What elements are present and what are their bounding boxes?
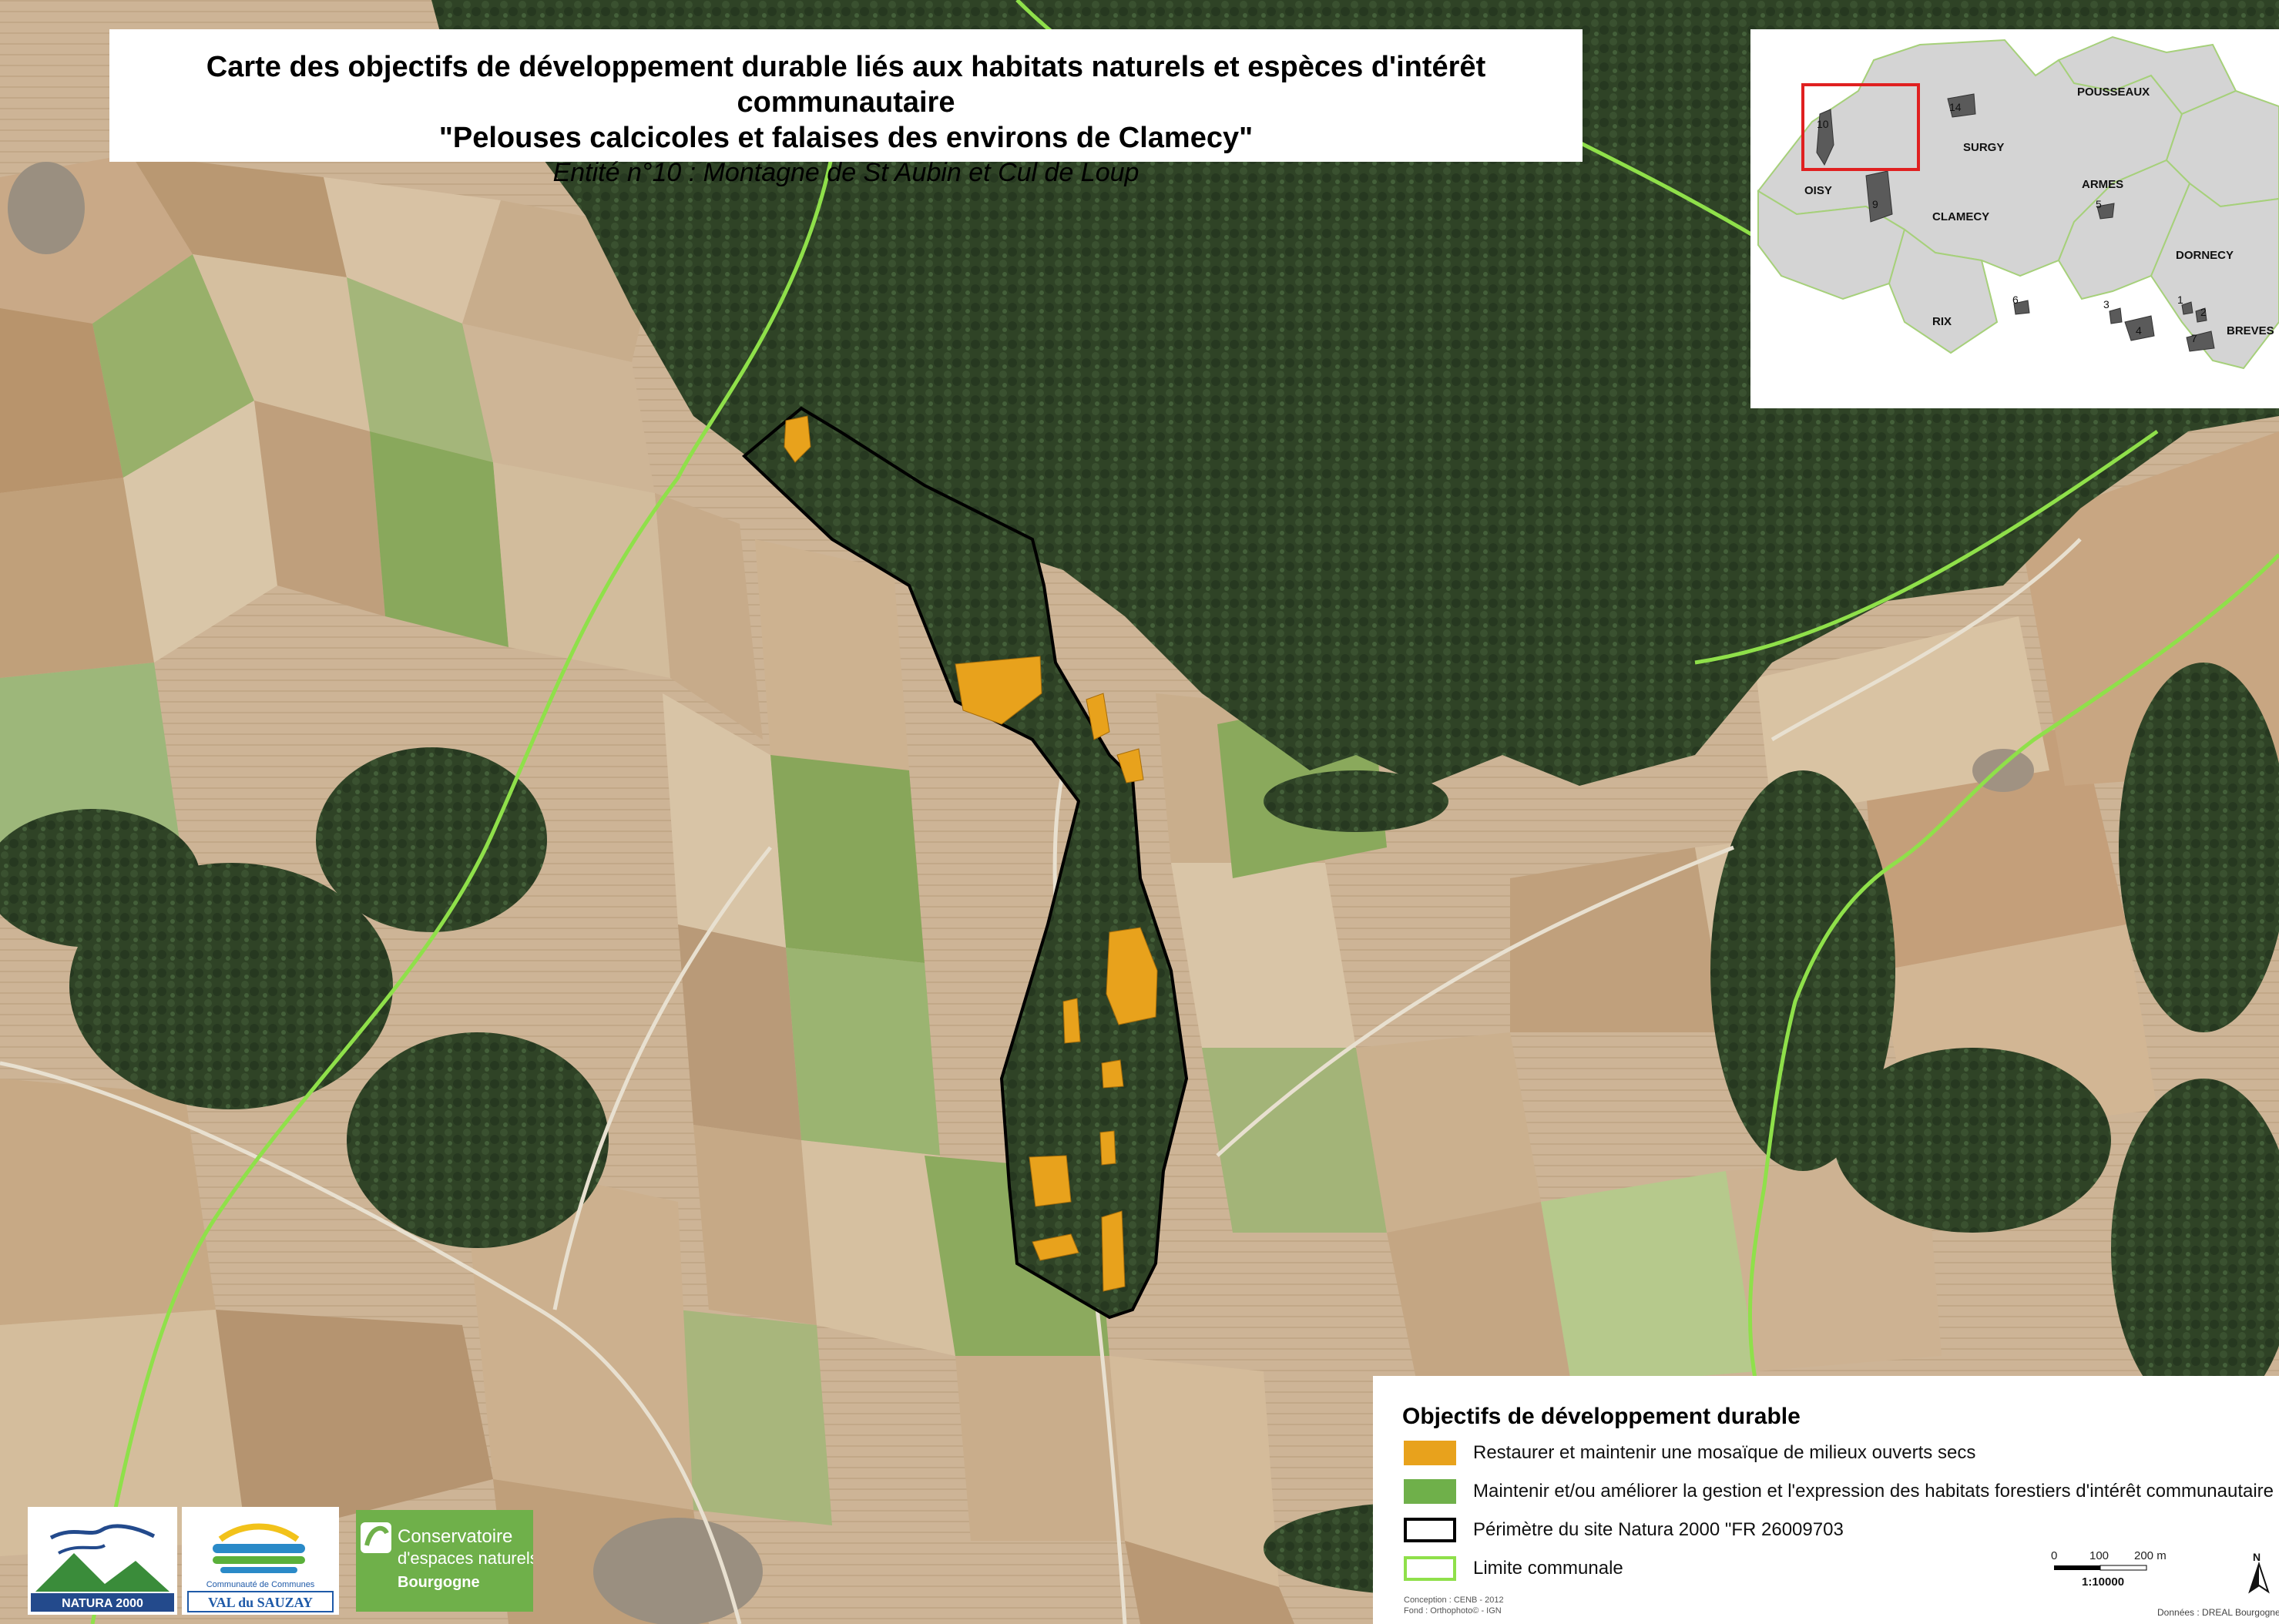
svg-text:9: 9 [1872,198,1878,210]
inset-entity-numbers: 10 14 9 5 6 3 4 1 2 7 [1817,101,2207,344]
legend-swatch-orange [1404,1441,1456,1465]
svg-text:DORNECY: DORNECY [2176,249,2234,262]
legend-label: Maintenir et/ou améliorer la gestion et … [1473,1481,2274,1502]
svg-text:1: 1 [2177,294,2183,306]
legend-swatch-green [1404,1479,1456,1504]
svg-text:VAL du SAUZAY: VAL du SAUZAY [208,1595,313,1610]
svg-text:BREVES: BREVES [2227,324,2274,337]
svg-text:200 m: 200 m [2134,1549,2167,1562]
legend-item-site-perimeter: Périmètre du site Natura 2000 "FR 260097… [1404,1516,1844,1544]
site-name: "Pelouses calcicoles et falaises des env… [438,122,1254,154]
scale-bar: 0 100 200 m 1:10000 [2051,1545,2174,1599]
svg-text:5: 5 [2096,198,2102,210]
legend-item-forest-habitats: Maintenir et/ou améliorer la gestion et … [1404,1478,2274,1505]
svg-text:1:10000: 1:10000 [2082,1575,2124,1589]
svg-text:7: 7 [2191,332,2197,344]
svg-text:N: N [2253,1551,2261,1563]
conservatoire-logo: Conservatoire d'espaces naturels Bourgog… [356,1510,539,1612]
svg-text:6: 6 [2012,294,2019,306]
legend-title: Objectifs de développement durable [1402,1404,1801,1429]
svg-text:Conservatoire: Conservatoire [398,1526,512,1547]
svg-text:4: 4 [2136,324,2142,337]
svg-text:3: 3 [2103,298,2110,310]
legend-item-open-habitats: Restaurer et maintenir une mosaïque de m… [1404,1439,1975,1467]
inset-commune-polygons [1757,35,2279,370]
svg-text:10: 10 [1817,118,1829,130]
inset-extent-frame [1801,83,1920,171]
svg-text:d'espaces naturels: d'espaces naturels [398,1549,533,1568]
locator-inset-map[interactable]: 10 14 9 5 6 3 4 1 2 7 POUSSEAUX SURGY OI… [1750,29,2279,408]
natura-2000-perimeter[interactable] [741,406,1189,1320]
legend-swatch-green-outline [1404,1556,1456,1581]
inset-commune-labels: POUSSEAUX SURGY OISY CLAMECY ARMES DORNE… [1804,86,2274,337]
data-source: Données : DREAL Bourgogne - CENB [2157,1607,2279,1618]
natura-2000-logo: NATURA 2000 [28,1507,177,1615]
svg-text:0: 0 [2051,1549,2057,1562]
svg-text:SURGY: SURGY [1963,141,2004,154]
entity-subtitle: Entité n°10 : Montagne de St Aubin et Cu… [552,158,1140,187]
legend-label: Périmètre du site Natura 2000 "FR 260097… [1473,1519,1844,1540]
val-du-sauzay-logo: Communauté de Communes VAL du SAUZAY [182,1507,339,1615]
map-title: Carte des objectifs de développement dur… [206,51,1486,119]
svg-text:RIX: RIX [1932,315,1952,328]
svg-text:Bourgogne: Bourgogne [398,1574,480,1591]
svg-text:CLAMECY: CLAMECY [1932,210,1989,223]
map-title-panel: Carte des objectifs de développement dur… [109,29,1583,187]
svg-text:NATURA 2000: NATURA 2000 [62,1597,143,1610]
svg-text:ARMES: ARMES [2082,178,2123,191]
legend-item-commune-limit: Limite communale [1404,1555,1623,1582]
svg-text:100: 100 [2089,1549,2109,1562]
village-area [8,162,2034,1624]
map-credits: Conception : CENB - 2012 Fond : Orthopho… [1404,1595,1504,1616]
svg-text:POUSSEAUX: POUSSEAUX [2077,86,2150,99]
inset-entity-sites [1816,93,2215,352]
svg-text:14: 14 [1949,101,1962,113]
legend-panel: Objectifs de développement durable Resta… [1373,1376,2279,1624]
open-dry-habitat-patches[interactable] [784,415,1158,1292]
svg-text:2: 2 [2200,306,2207,318]
svg-text:OISY: OISY [1804,184,1832,197]
legend-swatch-black-outline [1404,1518,1456,1542]
legend-label: Limite communale [1473,1558,1623,1579]
legend-label: Restaurer et maintenir une mosaïque de m… [1473,1442,1976,1463]
svg-text:Communauté de Communes: Communauté de Communes [206,1580,315,1589]
north-arrow-icon: N [2244,1550,2274,1596]
